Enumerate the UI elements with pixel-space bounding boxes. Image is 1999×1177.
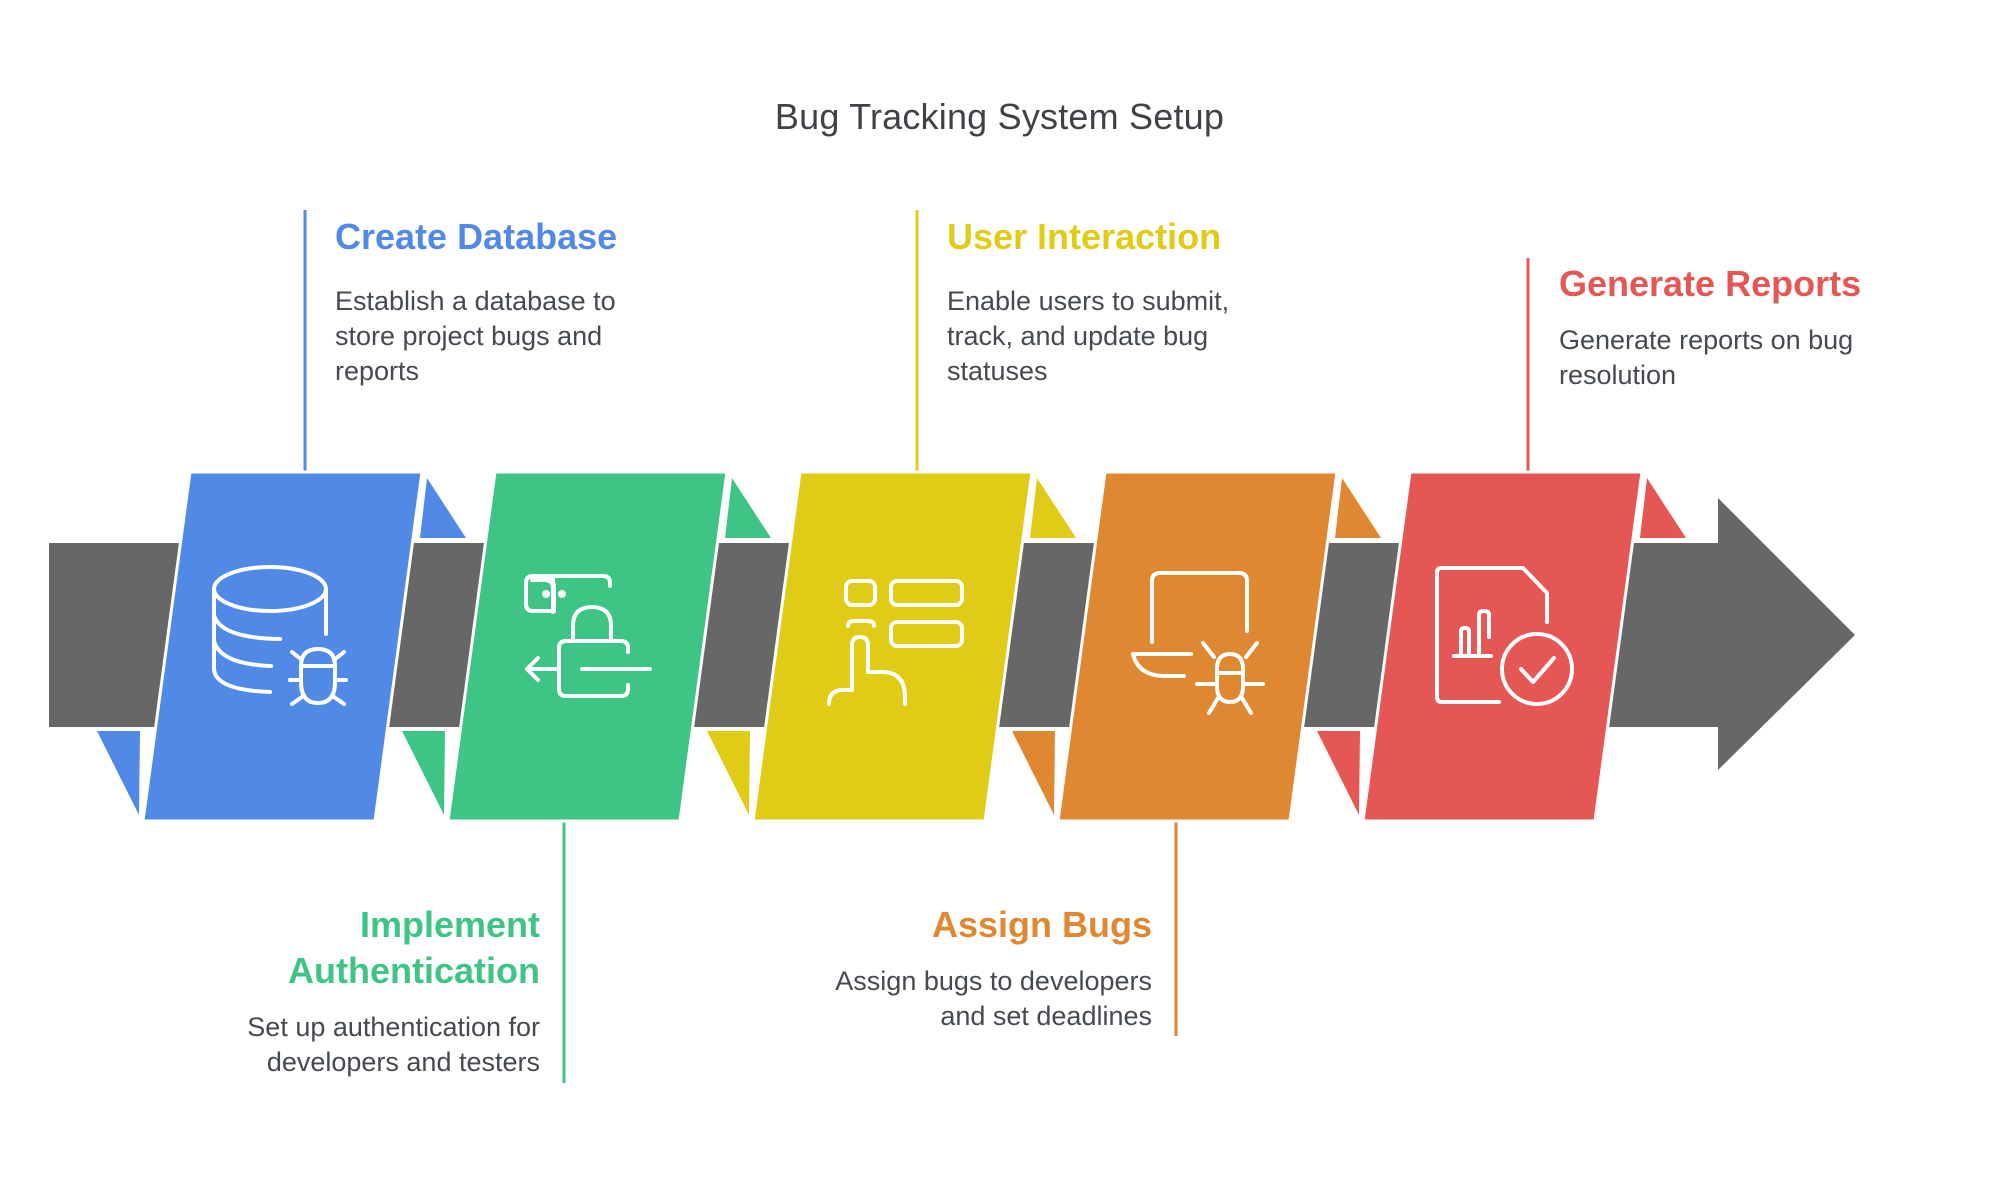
diagram-title: Bug Tracking System Setup [774,96,1225,137]
step-description: Set up authentication for developers and… [210,1010,540,1080]
heading-line: Authentication [288,950,540,991]
panel-flap-top [725,478,771,538]
step-heading: Generate Reports [1559,263,1862,304]
step-description: Assign bugs to developers and set deadli… [782,964,1152,1034]
panel-flap-bottom [1317,731,1360,815]
panel-flap-bottom [1012,731,1055,815]
panel-flap-top [1030,478,1076,538]
step-panel [1056,470,1339,823]
desc-line: developers and testers [266,1047,540,1077]
step-panel [446,470,729,823]
desc-line: Generate reports on bug [1559,325,1854,355]
step-create-database: Create Database Establish a database to … [335,214,665,389]
panel-flap-top [420,478,466,538]
desc-line: Enable users to submit, [947,286,1230,316]
step-heading: User Interaction [947,216,1222,257]
step-description: Enable users to submit, track, and updat… [947,284,1277,389]
panel-flap-top [1335,478,1381,538]
step-heading: Implement Authentication [210,902,540,994]
desc-line: statuses [947,356,1048,386]
step-description: Establish a database to store project bu… [335,284,665,389]
step-heading: Create Database [335,216,618,257]
desc-line: reports [335,356,420,386]
desc-line: and set deadlines [940,1001,1152,1031]
step-panel [1361,470,1644,823]
heading-line: Implement [359,904,540,945]
step-description: Generate reports on bug resolution [1559,323,1919,393]
panel-flap-bottom [707,731,750,815]
step-heading: Assign Bugs [931,904,1152,945]
panel-flap-top [1640,478,1686,538]
login-lock-icon [524,574,652,698]
step-panel [141,470,424,823]
panel-flap-bottom [97,731,140,815]
laptop-bug-icon [1131,571,1265,715]
desc-line: store project bugs and [335,321,603,351]
desc-line: Assign bugs to developers [835,966,1152,996]
desc-line: track, and update bug [947,321,1209,351]
panel-flap-bottom [402,731,445,815]
step-implement-authentication: Implement Authentication Set up authenti… [210,902,540,1080]
desc-line: resolution [1559,360,1677,390]
desc-line: Establish a database to [335,286,616,316]
report-check-icon [1435,566,1574,706]
desc-line: Set up authentication for [247,1012,540,1042]
touch-form-icon [827,579,964,706]
step-user-interaction: User Interaction Enable users to submit,… [947,214,1277,389]
database-bug-icon [212,565,348,706]
step-generate-reports: Generate Reports Generate reports on bug… [1559,261,1919,393]
step-assign-bugs: Assign Bugs Assign bugs to developers an… [782,902,1152,1034]
